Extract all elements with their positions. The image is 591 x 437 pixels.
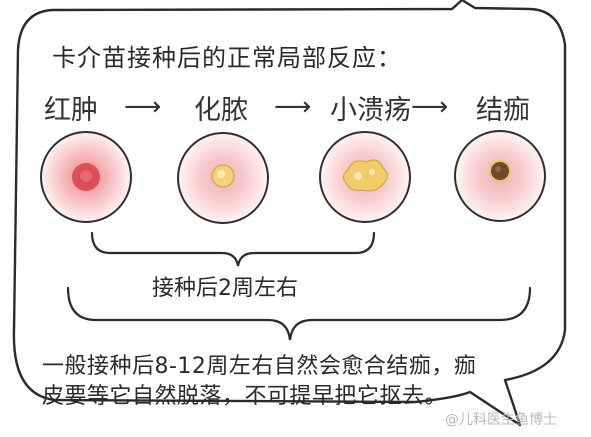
brace-all-stages <box>66 286 532 341</box>
stage-label-pus: 化脓 <box>194 95 248 126</box>
brace-label-two-weeks: 接种后2周左右 <box>152 276 298 301</box>
stage-circle-redness <box>40 131 132 223</box>
bottom-text-line-2: 皮要等它自然脱落，不可提早把它抠去。 <box>42 384 448 409</box>
brace-two-weeks <box>90 231 376 267</box>
arrow-icon: ⟶ <box>274 92 312 122</box>
stage-label-ulcer: 小溃疡 <box>330 95 411 126</box>
stage-label-scab: 结痂 <box>476 95 530 126</box>
arrow-icon: ⟶ <box>124 92 162 122</box>
bottom-text-line-1: 一般接种后8-12周左右自然会愈合结痂，痂 <box>42 354 477 379</box>
arrow-icon: ⟶ <box>411 92 449 122</box>
bubble-outline <box>12 0 567 427</box>
stage-circle-scab <box>454 130 546 222</box>
watermark: @儿科医生鱼博士 <box>445 412 557 428</box>
stage-circle-ulcer <box>319 131 411 223</box>
stage-circle-pus <box>177 132 269 224</box>
page-title: 卡介苗接种后的正常局部反应： <box>52 44 402 72</box>
stage-label-redness: 红肿 <box>44 95 98 126</box>
